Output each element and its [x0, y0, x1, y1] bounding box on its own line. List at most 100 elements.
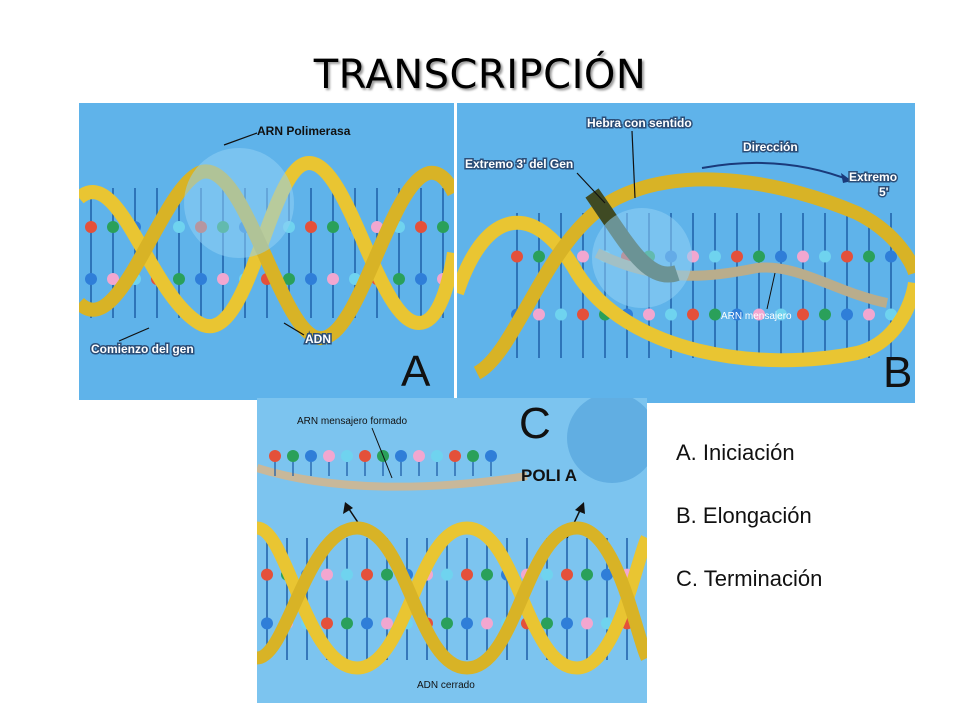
mrna-bases — [269, 450, 497, 476]
nucleotide-base — [819, 250, 831, 263]
nucleotide-base — [581, 617, 593, 630]
nucleotide-base — [327, 273, 339, 285]
nucleotide-base — [731, 250, 743, 263]
dna-strand-1 — [257, 521, 647, 675]
nucleotide-base — [393, 273, 405, 285]
nucleotide-base — [85, 273, 97, 285]
direction-arrowhead — [841, 173, 852, 183]
panel-letter-b: B — [883, 348, 912, 397]
nucleotide-base — [885, 250, 897, 263]
mrna-base — [467, 450, 479, 462]
elongation-illustration: Hebra con sentido Extremo 3' del Gen Dir… — [457, 103, 915, 403]
panel-initiation: ARN Polimerasa Comienzo del gen ADN A — [79, 103, 454, 400]
nucleotide-base — [643, 308, 655, 321]
dna-strand-2 — [257, 521, 647, 675]
nucleotide-base — [361, 568, 373, 581]
label-mrna-formed: ARN mensajero formado — [297, 416, 407, 427]
nucleotide-base — [797, 308, 809, 321]
nucleotide-base — [481, 568, 493, 581]
label-mrna: ARN mensajero — [721, 311, 792, 322]
nucleotide-base — [283, 273, 295, 285]
nucleotide-base — [341, 617, 353, 630]
nucleotide-base — [541, 568, 553, 581]
nucleotide-base — [665, 308, 677, 321]
legend-item-elongation: B. Elongación — [676, 503, 812, 528]
mrna-base — [431, 450, 443, 462]
nucleotide-base — [441, 617, 453, 630]
nucleotide-base — [85, 221, 97, 233]
nucleotide-base — [533, 250, 545, 263]
mrna-base — [449, 450, 461, 462]
label-3-end: Extremo 3' del Gen — [465, 157, 573, 171]
nucleotide-base — [107, 221, 119, 233]
nucleotide-base — [461, 617, 473, 630]
nucleotide-base — [173, 273, 185, 285]
nucleotide-base — [461, 568, 473, 581]
nucleotide-base — [709, 308, 721, 321]
legend-item-termination: C. Terminación — [676, 566, 823, 591]
mrna-base — [359, 450, 371, 462]
panel-termination: ARN mensajero formado C POLI A ADN cerra… — [257, 398, 647, 703]
nucleotide-base — [107, 273, 119, 285]
rna-polymerase-sphere — [567, 398, 647, 483]
label-poly-a: POLI A — [521, 466, 577, 485]
nucleotide-base — [841, 308, 853, 321]
nucleotide-base — [709, 250, 721, 263]
label-rna-polymerase: ARN Polimerasa — [257, 124, 351, 138]
mrna-base — [287, 450, 299, 462]
panel-letter-c: C — [519, 399, 551, 448]
nucleotide-base — [415, 221, 427, 233]
nucleotide-base — [797, 250, 809, 263]
dna-strand-2 — [473, 172, 915, 380]
panel-elongation: Hebra con sentido Extremo 3' del Gen Dir… — [457, 103, 915, 403]
nucleotide-base — [687, 308, 699, 321]
nucleotide-base — [341, 568, 353, 581]
nucleotide-base — [863, 308, 875, 321]
mrna-base — [269, 450, 281, 462]
nucleotide-base — [321, 568, 333, 581]
nucleotide-base — [841, 250, 853, 263]
nucleotide-base — [561, 617, 573, 630]
direction-arrow — [701, 161, 853, 182]
nucleotide-base — [217, 273, 229, 285]
nucleotide-base — [437, 221, 449, 233]
nucleotide-base — [481, 617, 493, 630]
nucleotide-base — [885, 308, 897, 321]
rna-polymerase-sphere — [184, 148, 294, 258]
nucleotide-base — [533, 308, 545, 321]
nucleotide-base — [561, 568, 573, 581]
legend-item-initiation: A. Iniciación — [676, 440, 795, 465]
label-closed-dna: ADN cerrado — [417, 680, 475, 691]
label-sense-strand: Hebra con sentido — [587, 116, 692, 130]
nucleotide-base — [511, 250, 523, 263]
nucleotide-base — [381, 568, 393, 581]
mrna-formed-strand — [257, 464, 528, 491]
nucleotide-base — [819, 308, 831, 321]
label-dna: ADN — [305, 332, 331, 346]
label-5-end-line2: 5' — [879, 185, 889, 199]
label-gene-start: Comienzo del gen — [91, 342, 194, 356]
dna-strand-1 — [457, 215, 915, 368]
mrna-base — [341, 450, 353, 462]
nucleotide-base — [555, 308, 567, 321]
nucleotide-base — [361, 617, 373, 630]
nucleotide-base — [753, 250, 765, 263]
nucleotide-base — [731, 308, 743, 321]
nucleotide-base — [261, 617, 273, 630]
panel-letter-a: A — [401, 347, 431, 396]
nucleotide-base — [261, 568, 273, 581]
initiation-illustration: ARN Polimerasa Comienzo del gen ADN A — [79, 103, 454, 400]
page-title: TRANSCRIPCIÓN — [313, 52, 647, 98]
label-5-end-line1: Extremo — [849, 170, 897, 184]
nucleotide-base — [305, 221, 317, 233]
nucleotide-base — [321, 617, 333, 630]
nucleotide-base — [441, 568, 453, 581]
nucleotide-base — [863, 250, 875, 263]
nucleotide-base — [327, 221, 339, 233]
rna-polymerase-sphere — [592, 208, 692, 308]
nucleotide-base — [577, 308, 589, 321]
nucleotide-base — [753, 308, 765, 321]
mrna-base — [485, 450, 497, 462]
nucleotide-base — [581, 568, 593, 581]
nucleotide-base — [415, 273, 427, 285]
